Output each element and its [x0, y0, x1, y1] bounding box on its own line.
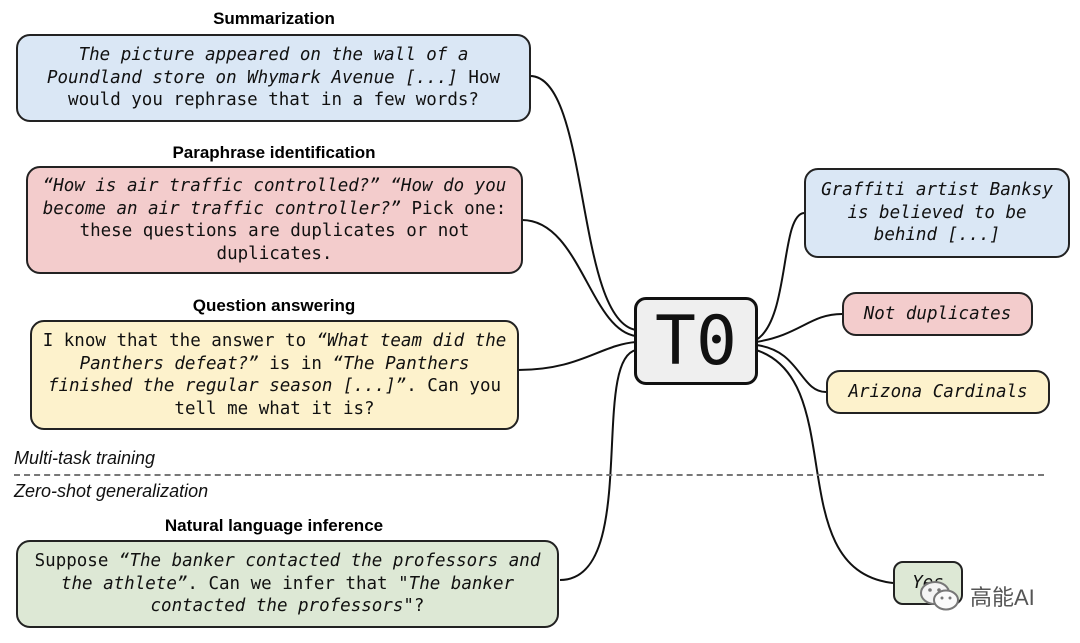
output-text-qa: Arizona Cardinals: [848, 381, 1028, 402]
input-text-qa: I know that the answer to “What team did…: [42, 331, 507, 419]
task-heading-paraphrase: Paraphrase identification: [172, 143, 376, 162]
link-out-1: [755, 212, 805, 341]
input-text-qa-italic-1: “What team did the Panthers defeat?”: [79, 331, 507, 374]
input-box-nli: Suppose “The banker contacted the profes…: [16, 540, 559, 628]
link-out-3: [755, 344, 827, 393]
link-out-2: [755, 313, 843, 343]
input-box-summarization: The picture appeared on the wall of a Po…: [16, 34, 531, 122]
input-box-qa: I know that the answer to “What team did…: [30, 320, 519, 430]
output-box-summarization: Graffiti artist Banksy is believed to be…: [804, 168, 1070, 258]
output-text-paraphrase: Not duplicates: [863, 303, 1012, 324]
train-test-divider: [14, 474, 1044, 476]
input-text-paraphrase: “How is air traffic controlled?” “How do…: [42, 176, 507, 264]
output-box-qa: Arizona Cardinals: [826, 370, 1050, 414]
output-box-paraphrase: Not duplicates: [842, 292, 1033, 336]
input-text-summarization: The picture appeared on the wall of a Po…: [46, 45, 501, 111]
input-text-qa-italic-2: “The Panthers finished the regular seaso…: [47, 353, 470, 397]
link-qa: [517, 341, 637, 371]
t0-model-box: T0: [634, 297, 758, 385]
link-summarization: [529, 75, 637, 331]
task-heading-qa: Question answering: [192, 296, 356, 315]
task-heading-summarization: Summarization: [213, 9, 335, 28]
input-box-paraphrase: “How is air traffic controlled?” “How do…: [26, 166, 523, 274]
watermark: 高能AI: [918, 576, 1068, 616]
link-nli: [559, 349, 637, 581]
input-text-nli: Suppose “The banker contacted the profes…: [34, 551, 541, 617]
wechat-icon: [920, 581, 959, 611]
t0-label: T0: [655, 301, 737, 381]
input-text-summarization-italic: The picture appeared on the wall of a Po…: [46, 45, 469, 88]
link-out-4: [755, 349, 894, 584]
output-text-summarization: Graffiti artist Banksy is believed to be…: [821, 180, 1053, 246]
link-paraphrase: [521, 219, 637, 337]
label-zeroshot-generalization: Zero-shot generalization: [14, 481, 209, 501]
label-multitask-training: Multi-task training: [14, 448, 156, 468]
input-text-paraphrase-italic: “How is air traffic controlled?” “How do…: [42, 176, 507, 219]
watermark-text: 高能AI: [970, 585, 1035, 610]
input-text-nli-italic-1: “The banker contacted the professors and…: [60, 551, 541, 594]
task-heading-nli: Natural language inference: [164, 516, 384, 535]
input-text-nli-italic-2: "The banker contacted the professors": [150, 573, 515, 617]
